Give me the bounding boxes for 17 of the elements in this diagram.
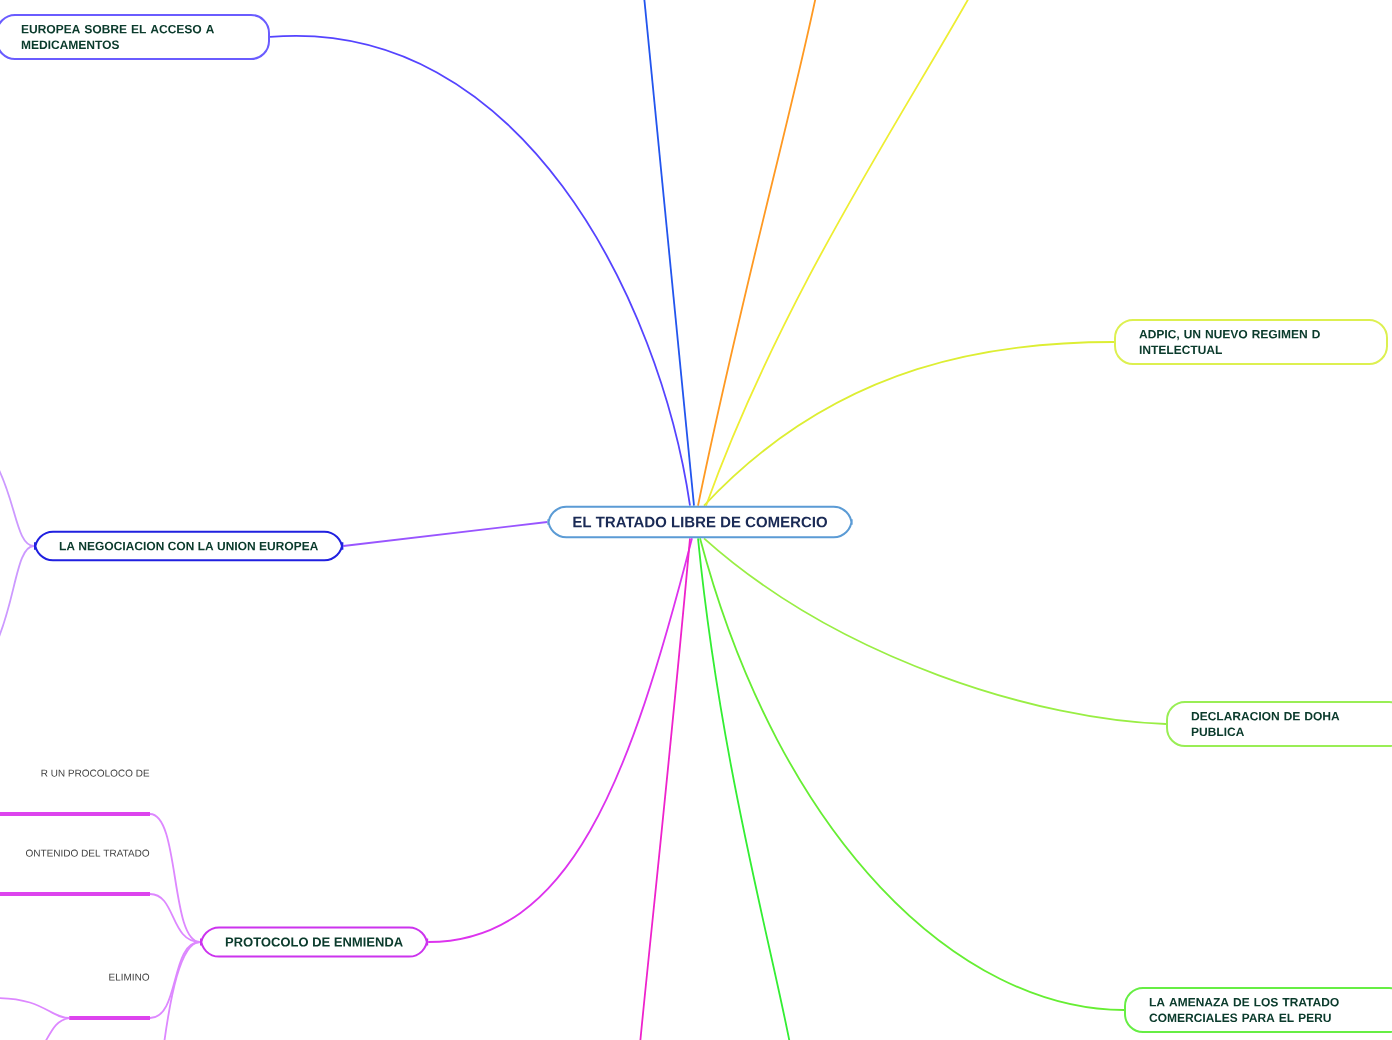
connector-line <box>269 36 691 507</box>
connector-line <box>639 537 691 1040</box>
connector-line <box>427 537 693 943</box>
connector-line <box>149 941 201 1019</box>
connector-line <box>703 341 1115 507</box>
connector-line <box>163 941 201 1040</box>
connector-line <box>643 0 695 507</box>
connector-line <box>697 0 817 507</box>
connector-line <box>342 521 549 547</box>
connector-line <box>697 537 791 1040</box>
connector-line <box>149 813 201 943</box>
connector-line <box>705 0 971 507</box>
connector-line <box>43 1017 71 1040</box>
connector-line <box>149 893 201 943</box>
connector-line <box>699 537 1125 1011</box>
connector-line <box>0 997 71 1019</box>
connector-line <box>703 537 1167 725</box>
